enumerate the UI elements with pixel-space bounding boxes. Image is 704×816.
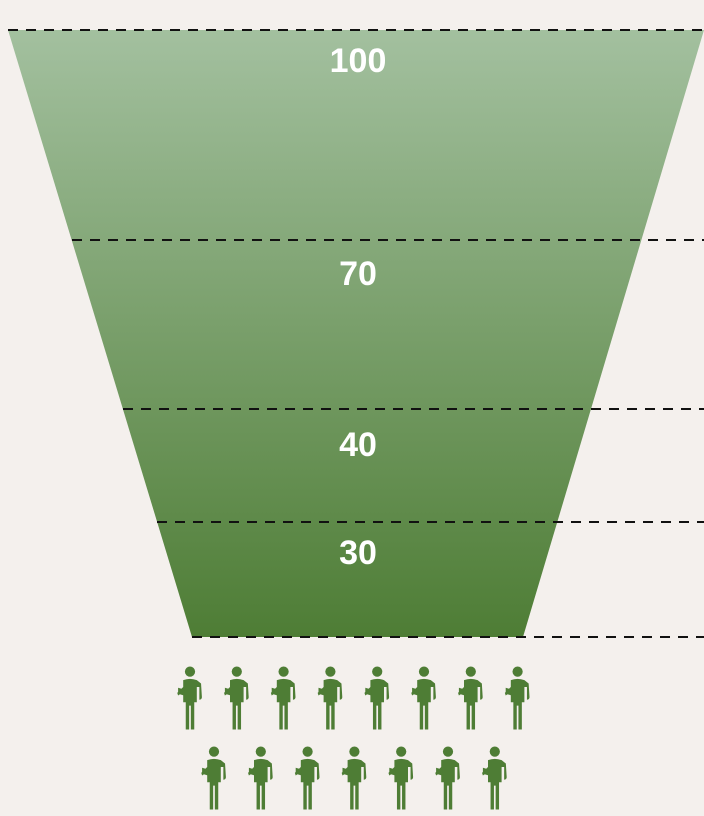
funnel-layer xyxy=(8,30,704,637)
person-icon xyxy=(411,666,436,730)
person-icon xyxy=(341,746,367,810)
person-icon xyxy=(364,666,390,730)
person-icon xyxy=(177,666,202,730)
funnel-body xyxy=(8,30,704,637)
value-label-layer: 100 70 40 30 xyxy=(330,42,387,572)
person-icon xyxy=(388,746,414,810)
person-icon xyxy=(317,666,343,730)
person-icon xyxy=(294,746,320,810)
person-icon xyxy=(504,666,530,730)
people-icons xyxy=(177,666,530,810)
divider-layer xyxy=(8,29,704,638)
person-icon xyxy=(224,666,249,730)
person-icon xyxy=(201,746,226,810)
person-icon xyxy=(482,746,507,810)
stage-value-label-3: 30 xyxy=(339,534,377,572)
person-icon xyxy=(435,746,460,810)
stage-value-label-2: 40 xyxy=(339,426,377,464)
person-icon xyxy=(458,666,483,730)
person-icon xyxy=(270,666,296,730)
person-icon xyxy=(248,746,273,810)
stage-value-label-0: 100 xyxy=(330,42,387,80)
stage-value-label-1: 70 xyxy=(339,255,377,293)
